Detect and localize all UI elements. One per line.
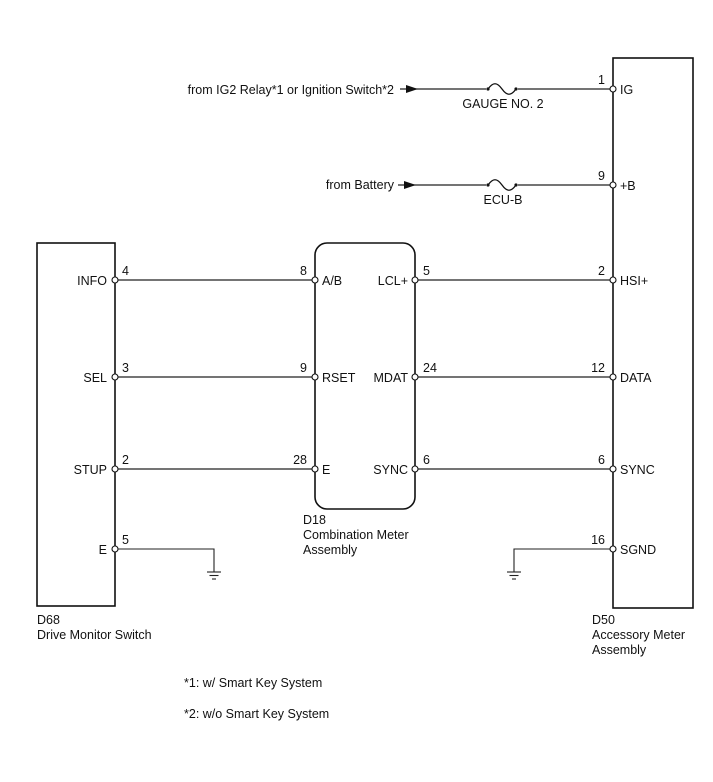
d68-pin-num-e: 5 [122,533,129,547]
d50-pin-sgnd [609,545,617,553]
d50-pin-ig [609,85,617,93]
d50-pin-num-data: 12 [591,361,605,375]
d18-pin-sync [411,465,419,473]
d50-pin-label-b: +B [620,179,636,193]
d50-pin-num-ig: 1 [598,73,605,87]
d18-name-line2: Assembly [303,543,358,557]
fuse-gauge-label: GAUGE NO. 2 [462,97,543,111]
d50-pin-num-sgnd: 16 [591,533,605,547]
d50-pin-num-hsi: 2 [598,264,605,278]
d68-pin-info [111,276,119,284]
d18-pin-num-e: 28 [293,453,307,467]
ig-source-label: from IG2 Relay*1 or Ignition Switch*2 [188,83,394,97]
d68-ground-icon [115,548,221,580]
d50-pin-label-data: DATA [620,371,652,385]
d18-pin-lcl [411,276,419,284]
d18-pin-label-mdat: MDAT [374,371,409,385]
d18-pin-num-lcl: 5 [423,264,430,278]
d18-pin-label-lcl: LCL+ [378,274,408,288]
d68-pin-num-stup: 2 [122,453,129,467]
d50-code: D50 [592,613,615,627]
d68-pin-label-stup: STUP [74,463,107,477]
d50-pin-sync [609,465,617,473]
d68-pin-label-sel: SEL [83,371,107,385]
fuse-ecu-b-icon [486,179,518,191]
footnote-1: *1: w/ Smart Key System [184,676,322,690]
d50-pin-b [609,181,617,189]
fuse-ecub-label: ECU-B [484,193,523,207]
d50-pin-num-sync: 6 [598,453,605,467]
d50-pin-label-sync: SYNC [620,463,655,477]
d68-drive-monitor-switch-box [36,242,116,607]
d50-name-line1: Accessory Meter [592,628,685,642]
d18-pin-e [311,465,319,473]
d68-pin-num-info: 4 [122,264,129,278]
battery-source-label: from Battery [326,178,395,192]
d68-pin-label-e: E [99,543,107,557]
d18-pin-num-mdat: 24 [423,361,437,375]
d50-pin-label-ig: IG [620,83,633,97]
d18-pin-num-sync: 6 [423,453,430,467]
d50-ground-icon [507,548,613,580]
d18-pin-label-rset: RSET [322,371,356,385]
d18-pin-label-ab: A/B [322,274,342,288]
d50-pin-label-hsi: HSI+ [620,274,648,288]
footnote-2: *2: w/o Smart Key System [184,707,329,721]
d18-pin-label-sync: SYNC [373,463,408,477]
d18-code: D18 [303,513,326,527]
d18-pin-label-e: E [322,463,330,477]
d18-pin-rset [311,373,319,381]
d68-pin-e [111,545,119,553]
d68-pin-sel [111,373,119,381]
d68-code: D68 [37,613,60,627]
d68-pin-num-sel: 3 [122,361,129,375]
d50-name-line2: Assembly [592,643,647,657]
ig-arrow-icon [406,85,418,93]
battery-arrow-icon [404,181,416,189]
d68-pin-stup [111,465,119,473]
d68-name: Drive Monitor Switch [37,628,152,642]
d50-accessory-meter-box [612,57,694,609]
d50-pin-data [609,373,617,381]
fuse-gauge-no2-icon [486,83,518,95]
d50-pin-hsi [609,276,617,284]
d18-pin-ab [311,276,319,284]
d18-pin-num-ab: 8 [300,264,307,278]
d68-pin-label-info: INFO [77,274,107,288]
d18-name-line1: Combination Meter [303,528,409,542]
d50-pin-label-sgnd: SGND [620,543,656,557]
d50-pin-num-b: 9 [598,169,605,183]
d18-pin-mdat [411,373,419,381]
d18-pin-num-rset: 9 [300,361,307,375]
